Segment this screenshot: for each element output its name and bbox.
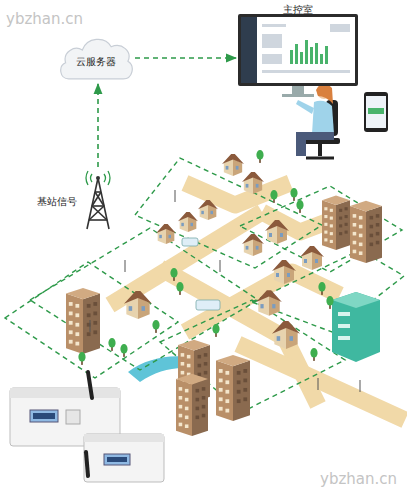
- monitor-node: 主控室: [238, 14, 358, 86]
- cloud-node: 云服务器: [58, 34, 134, 82]
- node-label: 基站信号: [37, 196, 77, 208]
- node-label: 云服务器: [58, 56, 134, 68]
- network-loops: [5, 158, 404, 412]
- meters: [10, 372, 164, 482]
- watermark: ybzhan.cn: [6, 10, 83, 28]
- dashed-link: [135, 57, 236, 59]
- watermark: ybzhan.cn: [320, 470, 397, 488]
- streetlights: [90, 190, 360, 392]
- cloud-text-holder: 云服务器: [58, 34, 134, 68]
- tower-node: 基站信号: [83, 168, 113, 230]
- node-label: 主控室: [241, 4, 355, 16]
- trees: [78, 150, 333, 365]
- dashed-link: [97, 84, 99, 167]
- roads: [110, 183, 405, 420]
- control-room: [241, 17, 388, 158]
- tower-icon: [83, 168, 113, 230]
